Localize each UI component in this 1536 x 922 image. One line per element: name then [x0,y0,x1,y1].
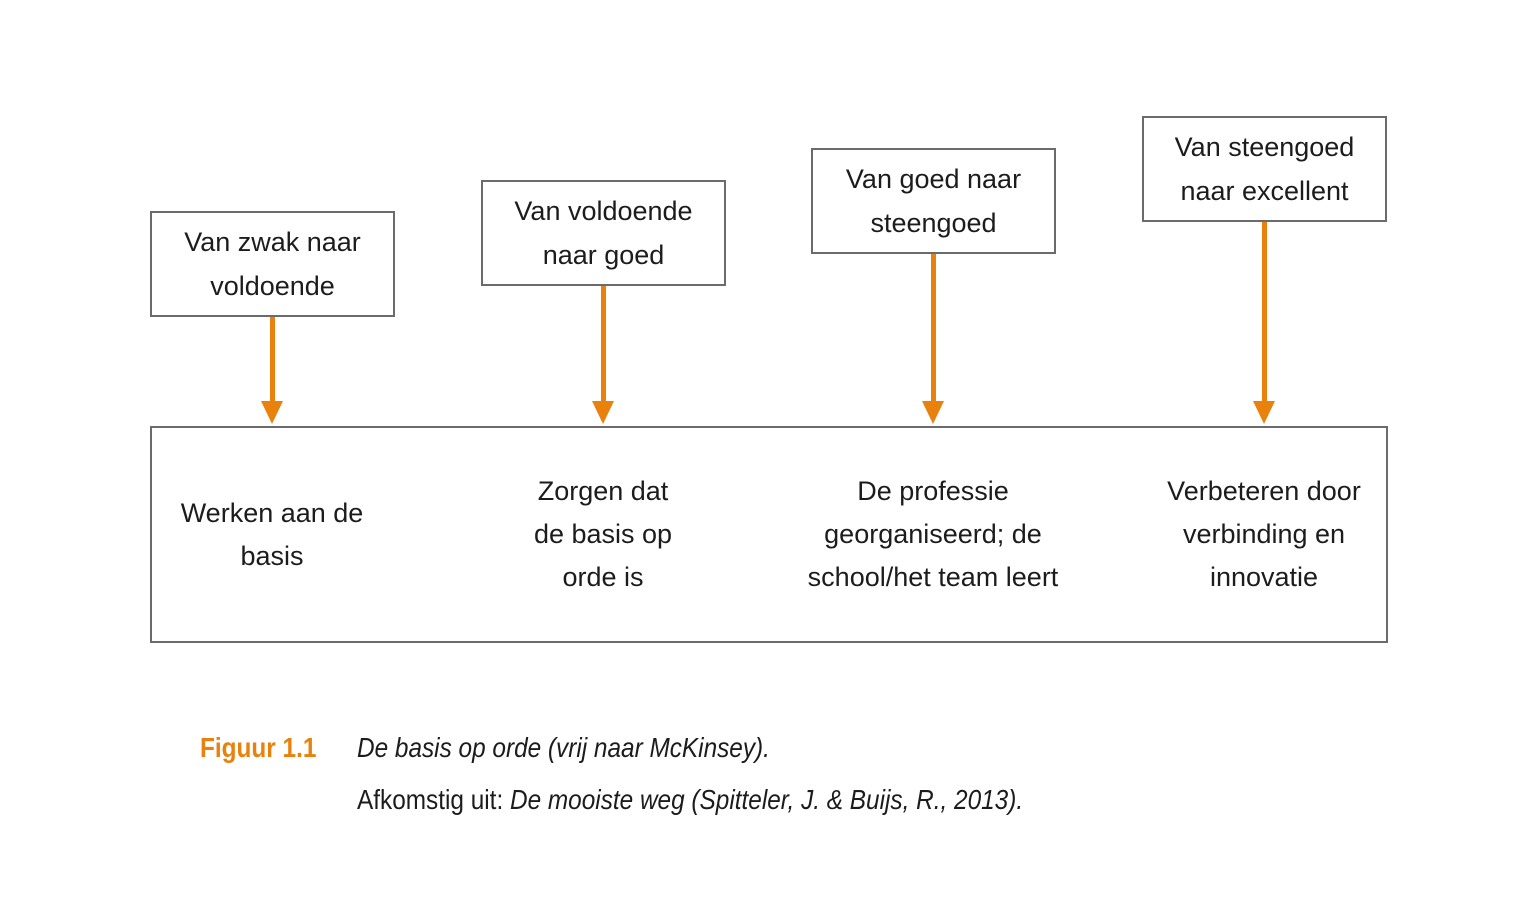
figure-caption: De basis op orde (vrij naar McKinsey). A… [357,722,1123,826]
stage-2-label-line: naar goed [542,240,665,270]
stage-1-label-box: Van zwak naar voldoende [150,211,395,317]
figure-title: De basis op orde (vrij naar McKinsey). [357,732,770,763]
stage-3-description-line: school/het team leert [807,562,1059,592]
arrow-down-icon [922,254,944,424]
stage-2-description: Zorgen dat de basis op orde is [453,426,753,643]
stage-3-description: De professie georganiseerd; de school/he… [783,426,1083,643]
figure-source-reference: De mooiste weg (Spitteler, J. & Buijs, R… [509,784,1024,815]
arrow-head [1253,401,1275,424]
stage-1-label-line: voldoende [210,271,335,301]
arrow-shaft [930,254,936,401]
arrow-shaft [1261,222,1267,401]
stage-1-label-line: Van zwak naar [184,227,361,257]
stage-2-label-line: Van voldoende [514,196,693,226]
stage-1-description: Werken aan de basis [122,426,422,643]
figure-source: Afkomstig uit: De mooiste weg (Spitteler… [357,774,1023,826]
stage-4-label-line: naar excellent [1180,176,1349,206]
stage-4-description-line: innovatie [1209,562,1319,592]
figure-source-prefix: Afkomstig uit: [357,784,510,815]
stage-3-description-line: georganiseerd; de [824,519,1042,549]
arrow-down-icon [592,286,614,424]
arrow-down-icon [261,317,283,424]
stage-3-label-line: Van goed naar [845,164,1022,194]
stage-4-label-line: Van steengoed [1174,132,1355,162]
stage-3-description-line: De professie [857,476,1009,506]
basis-container-box [150,426,1388,643]
arrow-head [922,401,944,424]
figure-number: Figuur 1.1 [200,732,317,763]
arrow-down-icon [1253,222,1275,424]
stage-2-label-box: Van voldoende naar goed [481,180,726,286]
stage-2-description-line: orde is [562,562,644,592]
arrow-shaft [600,286,606,401]
stage-4-description-line: Verbeteren door [1167,476,1361,506]
stage-3-label-line: steengoed [870,208,997,238]
arrow-shaft [269,317,275,401]
stage-1-description-line: basis [240,540,304,571]
stage-4-label-box: Van steengoed naar excellent [1142,116,1387,222]
stage-3-label-box: Van goed naar steengoed [811,148,1056,254]
stage-2-description-line: Zorgen dat [537,476,669,506]
arrow-head [592,401,614,424]
stage-2-description-line: de basis op [533,519,673,549]
stage-1-description-line: Werken aan de [180,497,364,528]
arrow-head [261,401,283,424]
stage-4-description-line: verbinding en [1182,519,1346,549]
stage-4-description: Verbeteren door verbinding en innovatie [1114,426,1414,643]
